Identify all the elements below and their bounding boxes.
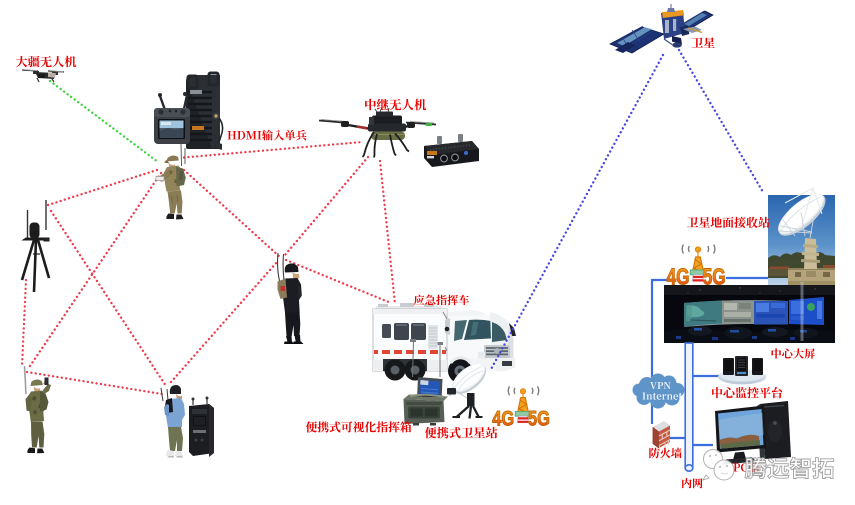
svg-text:4G: 4G	[492, 406, 514, 430]
svg-text:5G: 5G	[528, 406, 550, 430]
svg-text:4G: 4G	[667, 263, 690, 289]
svg-text:5G: 5G	[703, 263, 726, 289]
